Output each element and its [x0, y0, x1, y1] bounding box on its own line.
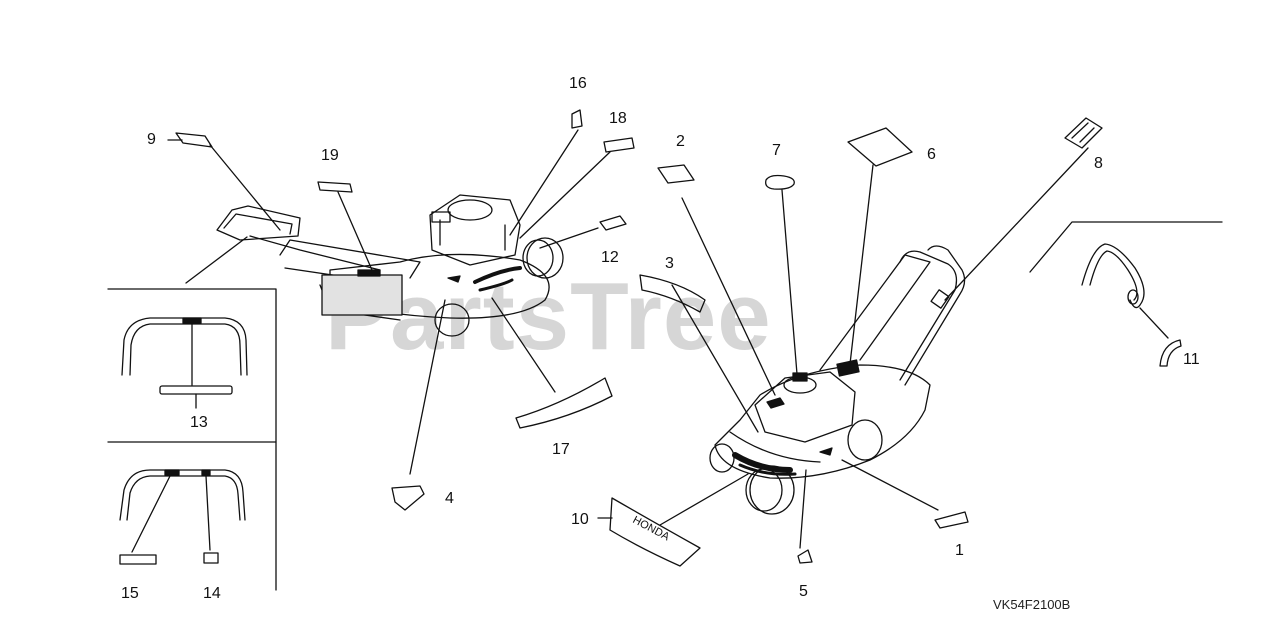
label-9-shape — [175, 132, 213, 148]
label-6-shape — [847, 127, 913, 167]
inset-box-11-frame — [1029, 221, 1223, 273]
label-7-shape — [765, 174, 795, 190]
label-12-shape — [599, 215, 627, 231]
callout-2[interactable]: 2 — [676, 133, 685, 150]
callout-9[interactable]: 9 — [147, 131, 156, 148]
callout-5[interactable]: 5 — [799, 583, 808, 600]
callout-15[interactable]: 15 — [121, 585, 139, 602]
label-2-shape — [657, 164, 695, 184]
inset-box-13-frame — [107, 288, 277, 443]
callout-14[interactable]: 14 — [203, 585, 221, 602]
callout-7[interactable]: 7 — [772, 142, 781, 159]
label-14-shape — [203, 552, 219, 564]
label-4-shape — [391, 485, 425, 511]
callout-11[interactable]: 11 — [1183, 351, 1200, 368]
handle-label-13 — [182, 317, 202, 324]
label-18-shape — [603, 137, 635, 153]
callout-10[interactable]: 10 — [571, 511, 589, 528]
honda-decal-text: HONDA — [631, 514, 672, 544]
label-11-shape — [1159, 339, 1182, 367]
callout-13[interactable]: 13 — [190, 414, 208, 431]
label-1-shape — [934, 511, 969, 529]
callout-6[interactable]: 6 — [927, 146, 936, 163]
inset-box-14-15-frame — [107, 441, 277, 591]
callout-19[interactable]: 19 — [321, 147, 339, 164]
leader-inset — [185, 236, 248, 284]
label-10-shape — [609, 497, 701, 567]
label-8-shape — [1064, 117, 1103, 149]
label-3-shape — [639, 274, 706, 313]
callout-17[interactable]: 17 — [552, 441, 570, 458]
diagram-code: VK54F2100B — [993, 597, 1071, 612]
callout-3[interactable]: 3 — [665, 255, 674, 272]
grass-bag — [321, 274, 403, 316]
label-16-shape — [571, 109, 583, 129]
label-15-shape — [119, 554, 157, 565]
callout-16[interactable]: 16 — [569, 75, 587, 92]
label-17-shape — [515, 377, 613, 429]
label-5-shape — [797, 549, 813, 564]
callout-18[interactable]: 18 — [609, 110, 627, 127]
callout-8[interactable]: 8 — [1094, 155, 1103, 172]
callout-12[interactable]: 12 — [601, 249, 619, 266]
label-13-shape — [159, 385, 233, 395]
label-19-shape — [317, 181, 353, 193]
callout-1[interactable]: 1 — [955, 542, 964, 559]
callout-4[interactable]: 4 — [445, 490, 454, 507]
